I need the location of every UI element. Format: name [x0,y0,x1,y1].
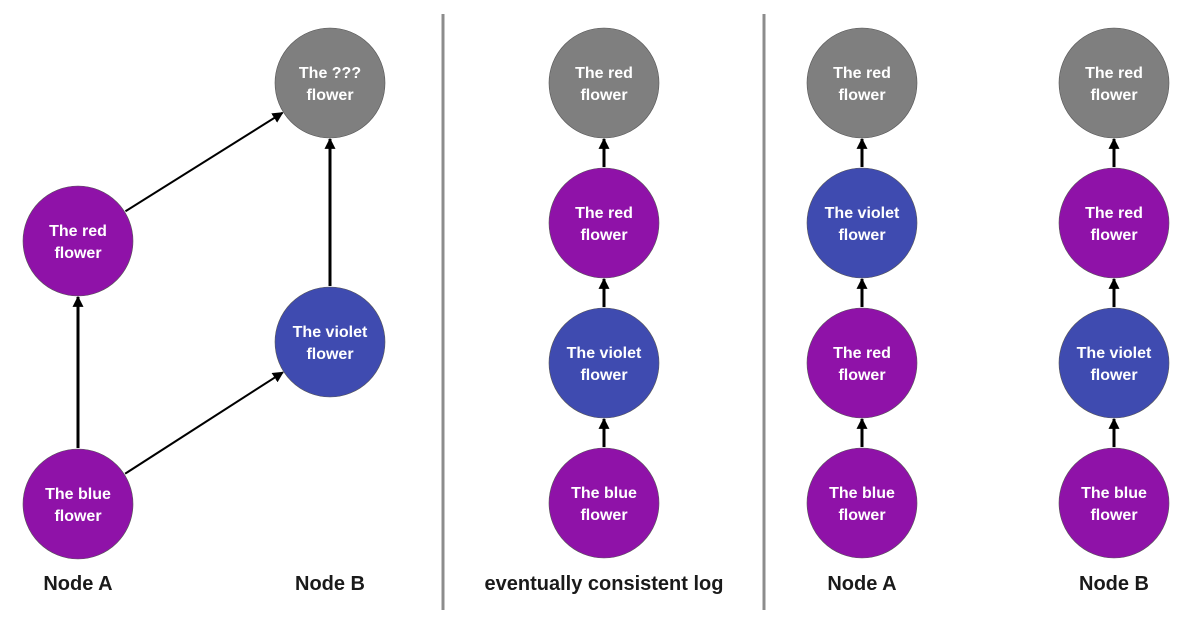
node-label-line: flower [1090,367,1137,384]
node-label-line: The red [833,345,891,362]
node-a-red: The red flower [22,185,134,297]
node-b-unknown: The ??? flower [274,27,386,139]
caption-panel-2-1: Node B [1079,573,1149,595]
node-label-line: flower [306,87,353,104]
node-label-line: The violet [825,205,900,222]
node-na-red: The red flower [806,307,918,419]
arrow-a_red-to-b_unknown [124,111,284,213]
node-label-line: The violet [1077,345,1152,362]
node-label-line: The red [1085,65,1143,82]
caption-panel-1-0: eventually consistent log [485,573,724,595]
node-label-line: The red [1085,205,1143,222]
node-circle [548,447,660,559]
node-circle [548,27,660,139]
node-label-line: The violet [567,345,642,362]
node-nb-violet: The violet flower [1058,307,1170,419]
caption-panel-0-1: Node B [295,573,365,595]
caption-panel-0-0: Node A [43,573,112,595]
node-circle [274,286,386,398]
node-circle [806,27,918,139]
node-label-line: flower [1090,87,1137,104]
node-label-line: flower [1090,507,1137,524]
captions: Node A Node B eventually consistent log Nod… [43,573,1149,595]
node-a-blue: The blue flower [22,448,134,560]
node-circle [806,447,918,559]
node-b-violet: The violet flower [274,286,386,398]
node-log-red: The red flower [548,167,660,279]
node-log-blue: The blue flower [548,447,660,559]
edges [72,111,1120,475]
node-label-line: flower [838,367,885,384]
node-nb-blue: The blue flower [1058,447,1170,559]
node-label-line: The blue [829,485,895,502]
node-na-blue: The blue flower [806,447,918,559]
node-label-line: The blue [45,486,111,503]
arrow-a_blue-to-b_violet [124,371,284,475]
node-label-line: flower [580,507,627,524]
node-label-line: The red [833,65,891,82]
node-label-line: flower [838,507,885,524]
node-circle [806,167,918,279]
node-circle [1058,447,1170,559]
caption-panel-2-0: Node A [827,573,896,595]
node-circle [22,448,134,560]
node-circle [1058,307,1170,419]
node-circle [1058,27,1170,139]
node-label-line: The red [575,65,633,82]
node-label-line: The blue [1081,485,1147,502]
node-label-line: flower [838,227,885,244]
node-label-line: flower [580,367,627,384]
node-label-line: flower [54,508,101,525]
node-circle [548,167,660,279]
node-label-line: flower [580,87,627,104]
node-circle [22,185,134,297]
node-circle [274,27,386,139]
node-circle [1058,167,1170,279]
node-label-line: flower [1090,227,1137,244]
node-label-line: flower [838,87,885,104]
node-nb-red: The red flower [1058,167,1170,279]
node-log-violet: The violet flower [548,307,660,419]
node-label-line: The violet [293,324,368,341]
node-label-line: The ??? [299,65,361,82]
node-na-violet: The violet flower [806,167,918,279]
node-label-line: flower [306,346,353,363]
node-label-line: The blue [571,485,637,502]
node-label-line: flower [54,245,101,262]
node-circle [548,307,660,419]
node-label-line: The red [49,223,107,240]
node-na-red-top: The red flower [806,27,918,139]
node-nb-red-top: The red flower [1058,27,1170,139]
node-log-red-top: The red flower [548,27,660,139]
node-label-line: The red [575,205,633,222]
node-label-line: flower [580,227,627,244]
node-circle [806,307,918,419]
